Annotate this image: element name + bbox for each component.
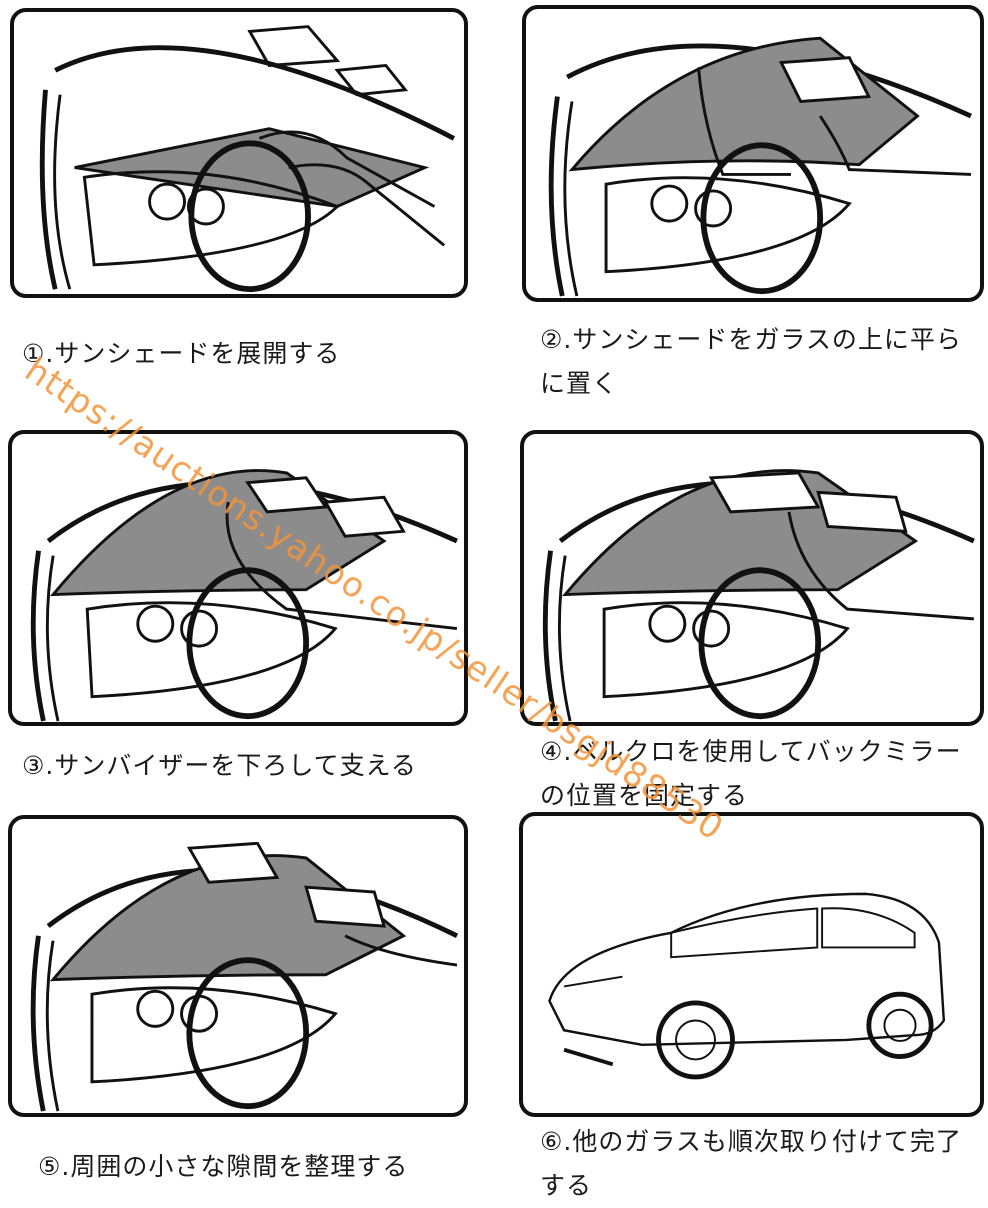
- interior-drawing: [542, 469, 975, 722]
- interior-drawing: [39, 25, 456, 293]
- step-2-caption: ②.サンシェードをガラスの上に平ら に置く: [540, 325, 962, 398]
- step-6-caption: ⑥.他のガラスも順次取り付けて完了 する: [540, 1127, 962, 1200]
- step-4-illustration: [520, 430, 984, 726]
- step-6-illustration: [519, 812, 984, 1117]
- interior-drawing: [548, 36, 972, 297]
- car-drawing: [548, 892, 946, 1080]
- interior-drawing: [30, 469, 458, 722]
- step-1-caption: ①.サンシェードを展開する: [22, 339, 341, 368]
- interior-drawing: [30, 841, 459, 1112]
- step-5-caption: ⑤.周囲の小さな隙間を整理する: [38, 1152, 409, 1181]
- step-2-illustration: [522, 5, 984, 302]
- step-4-caption: ④.ベルクロを使用してバックミラー の位置を固定する: [540, 737, 962, 810]
- step-5-illustration: [8, 815, 468, 1117]
- step-1-illustration: [10, 8, 468, 298]
- step-3-caption: ③.サンバイザーを下ろして支える: [22, 751, 417, 780]
- step-3-illustration: [8, 430, 468, 726]
